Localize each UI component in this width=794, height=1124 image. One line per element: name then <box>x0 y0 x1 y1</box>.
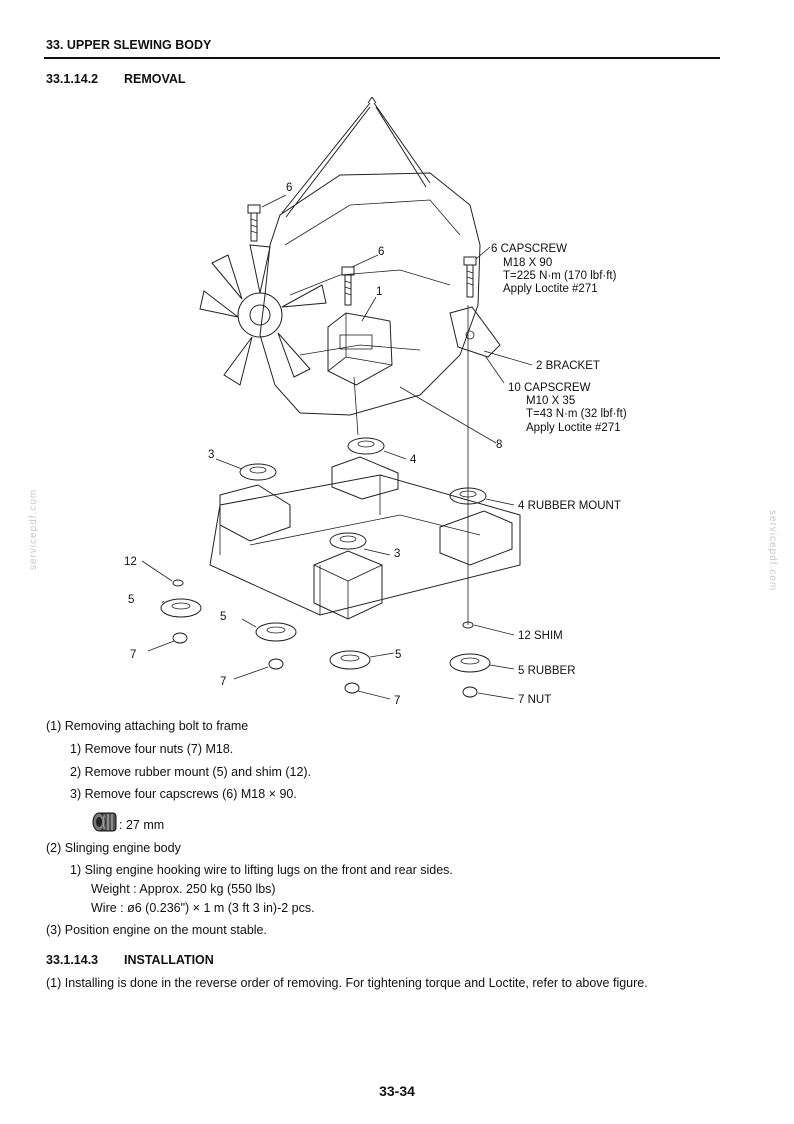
label-3b: 3 <box>394 548 400 560</box>
callout-rubber-mount: 4 RUBBER MOUNT <box>518 500 621 512</box>
label-5a: 5 <box>128 594 134 606</box>
label-7c: 7 <box>394 695 400 707</box>
installation-step-1: (1) Installing is done in the reverse or… <box>46 976 648 990</box>
step-2: (2) Slinging engine body <box>46 841 181 855</box>
socket-size: : 27 mm <box>119 818 165 832</box>
engine-mount-diagram: 6 6 1 3 4 8 12 5 7 5 7 3 5 7 6 CAPSCREW … <box>124 96 627 707</box>
label-4: 4 <box>410 454 417 466</box>
alignment-lines <box>353 305 469 625</box>
step-2-1-weight: Weight : Approx. 250 kg (550 lbs) <box>91 882 276 896</box>
callout-capscrew-10-size: M10 X 35 <box>526 395 575 407</box>
installation-section-number: 33.1.14.3 <box>46 953 99 967</box>
label-5b: 5 <box>220 611 226 623</box>
watermark-right: servicepdf.com <box>767 510 778 592</box>
callout-capscrew-6-loctite: Apply Loctite #271 <box>503 283 598 295</box>
step-3: (3) Position engine on the mount stable. <box>46 923 267 937</box>
label-6b: 6 <box>378 246 384 258</box>
callout-capscrew-6-size: M18 X 90 <box>503 257 552 269</box>
label-1: 1 <box>376 286 382 298</box>
capscrew-left <box>247 204 261 242</box>
capscrew-center <box>341 266 355 306</box>
engine-body <box>259 172 481 416</box>
callout-bracket: 2 BRACKET <box>536 360 600 372</box>
watermark-left: servicepdf.com <box>28 488 39 570</box>
leader-lines <box>141 194 533 700</box>
step-2-1-wire: Wire : ø6 (0.236") × 1 m (3 ft 3 in)-2 p… <box>91 901 315 915</box>
header-rule <box>44 57 720 59</box>
capscrew-right <box>463 256 477 298</box>
label-8: 8 <box>496 439 502 451</box>
socket-wrench-icon <box>92 812 117 832</box>
removal-section-title: REMOVAL <box>124 72 186 86</box>
step-1-1: 1) Remove four nuts (7) M18. <box>70 742 234 756</box>
callout-shim: 12 SHIM <box>518 630 563 642</box>
removal-heading: 33.1.14.2 REMOVAL <box>46 72 186 86</box>
bracket-1 <box>327 312 393 386</box>
callout-capscrew-10-torque: T=43 N·m (32 lbf·ft) <box>526 408 627 420</box>
callout-capscrew-6-torque: T=225 N·m (170 lbf·ft) <box>503 270 617 282</box>
step-1-3: 3) Remove four capscrews (6) M18 × 90. <box>70 787 297 801</box>
callout-capscrew-6: 6 CAPSCREW <box>491 243 567 255</box>
mount-frame <box>209 456 521 620</box>
label-3a: 3 <box>208 449 214 461</box>
rubber-mounts <box>239 437 487 550</box>
step-1-2: 2) Remove rubber mount (5) and shim (12)… <box>70 765 312 779</box>
installation-heading: 33.1.14.3 INSTALLATION <box>46 953 214 967</box>
label-6a: 6 <box>286 182 292 194</box>
label-5c: 5 <box>395 649 401 661</box>
callout-capscrew-10: 10 CAPSCREW <box>508 382 591 394</box>
label-7a: 7 <box>130 649 136 661</box>
cooling-fan <box>199 244 327 386</box>
step-2-1: 1) Sling engine hooking wire to lifting … <box>70 863 453 877</box>
lower-parts <box>160 579 491 698</box>
step-1: (1) Removing attaching bolt to frame <box>46 719 249 733</box>
label-12: 12 <box>124 556 137 568</box>
callout-nut: 7 NUT <box>518 694 551 706</box>
label-7b: 7 <box>220 676 226 688</box>
chapter-title: 33. UPPER SLEWING BODY <box>46 38 212 52</box>
page-number: 33-34 <box>379 1083 415 1099</box>
installation-section-title: INSTALLATION <box>124 953 214 967</box>
callout-rubber: 5 RUBBER <box>518 665 576 677</box>
removal-section-number: 33.1.14.2 <box>46 72 99 86</box>
callout-capscrew-10-loctite: Apply Loctite #271 <box>526 422 621 434</box>
